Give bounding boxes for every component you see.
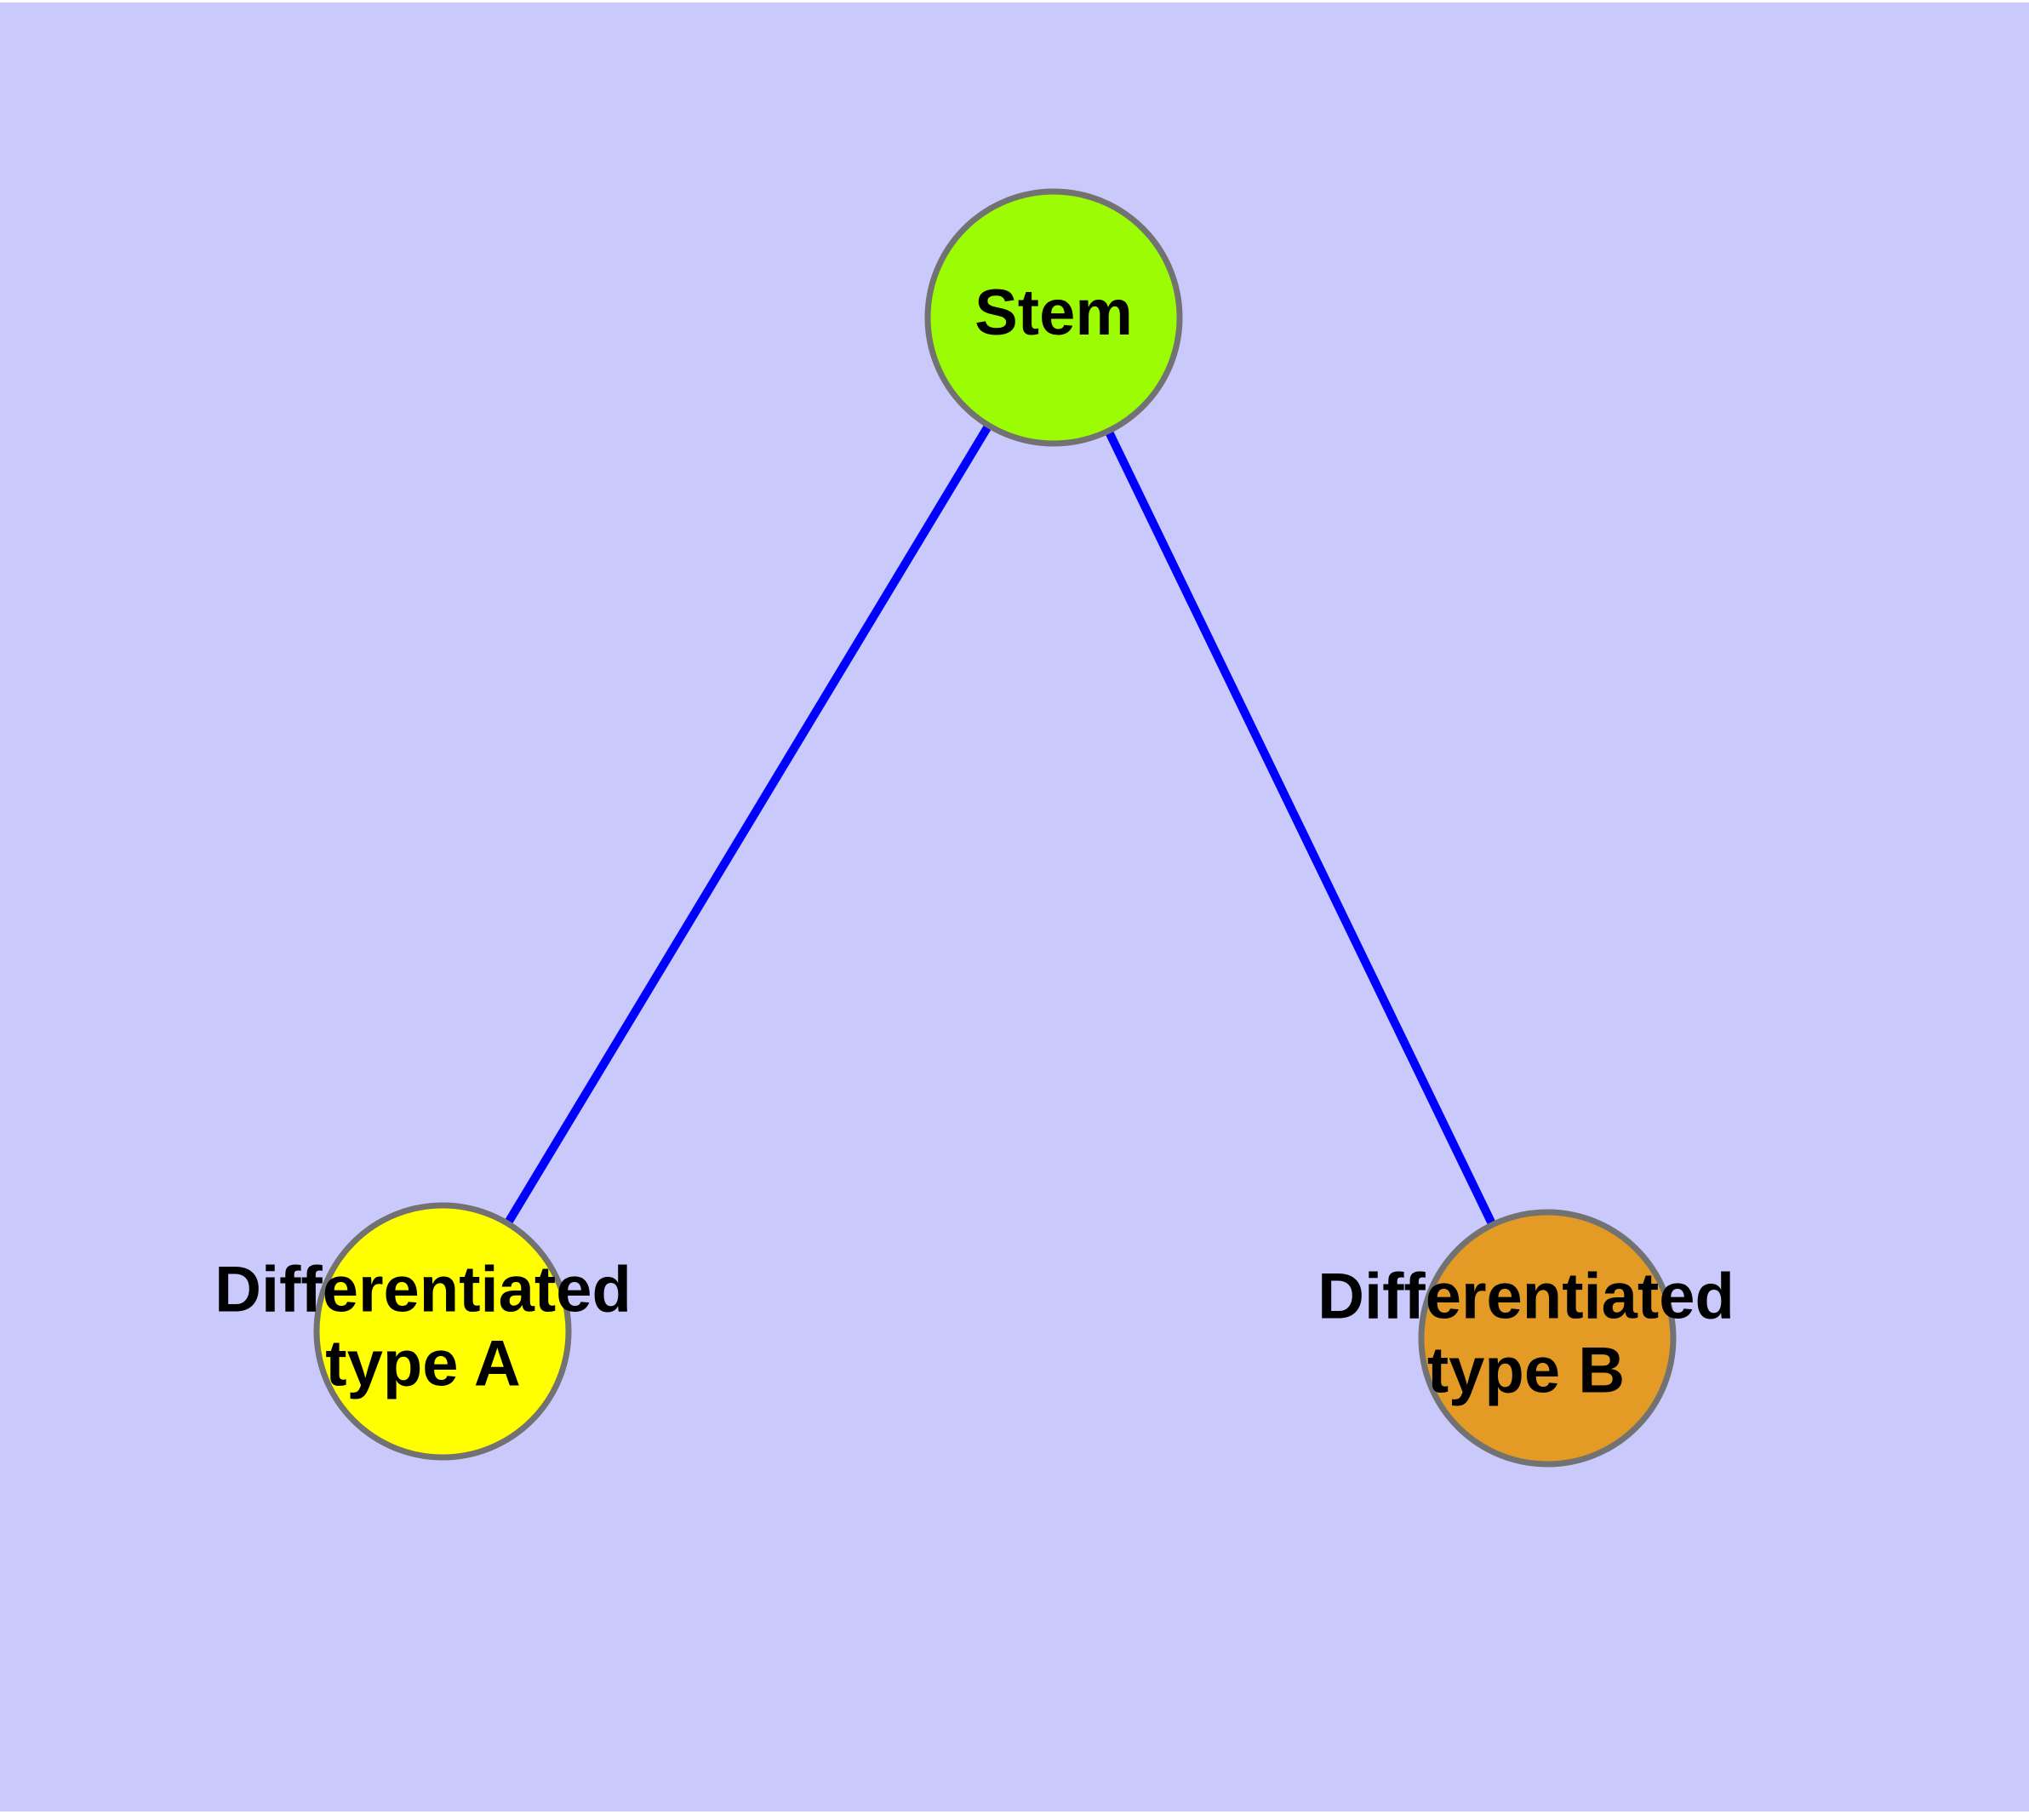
graph-node-diff_b[interactable]: [1418, 1209, 1677, 1468]
graph-node-label-line: Differentiated: [1317, 1261, 1735, 1333]
graph-edge-stem-diff_a[interactable]: [438, 315, 1058, 1334]
nodes-layer: [313, 188, 1677, 1468]
graph-node-label-stem: Stem: [974, 277, 1133, 349]
edges-layer: [438, 315, 1552, 1341]
graph-edge-stem-diff_b[interactable]: [1049, 315, 1552, 1341]
graph-node-label-line: Differentiated: [214, 1254, 632, 1326]
graph-node-diff_a[interactable]: [313, 1202, 572, 1461]
graph-node-label-line: type A: [325, 1327, 520, 1399]
graph-node-stem[interactable]: [924, 188, 1183, 447]
graph-node-label-line: type B: [1427, 1334, 1625, 1406]
graph-node-label-line: Stem: [974, 277, 1133, 349]
